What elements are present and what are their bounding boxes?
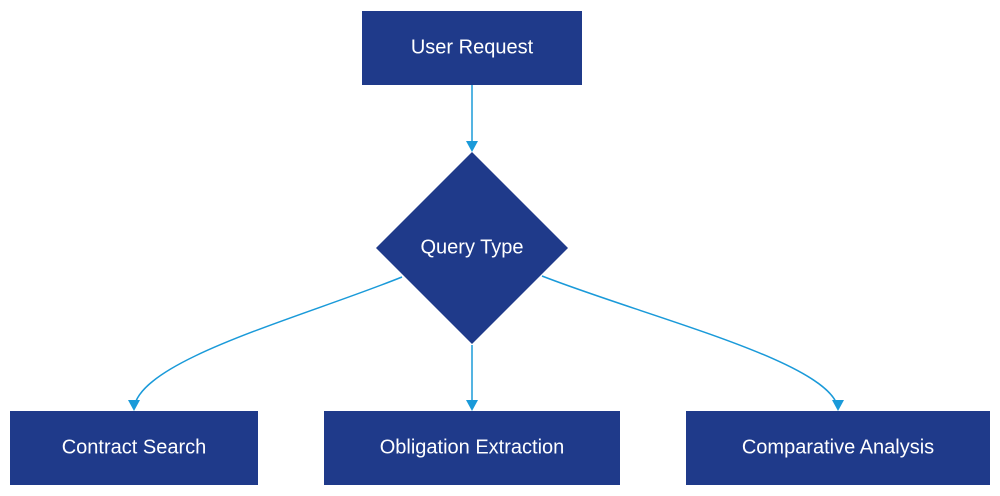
node-obligation-extraction-label: Obligation Extraction [380,436,565,458]
edge-query-type-to-comparative-analysis [541,275,839,409]
arrowhead-comparative-analysis [832,400,844,411]
node-query-type-label: Query Type [420,236,523,258]
node-comparative-analysis-label: Comparative Analysis [742,436,934,458]
node-contract-search: Contract Search [10,411,258,485]
arrowhead-obligation-extraction [466,400,478,411]
node-query-type-decision: Query Type [376,152,568,344]
arrowhead-query-type [466,141,478,152]
node-comparative-analysis: Comparative Analysis [686,411,990,485]
edge-query-type-to-contract-search [133,276,403,409]
node-obligation-extraction: Obligation Extraction [324,411,620,485]
arrowhead-contract-search [128,400,140,411]
node-contract-search-label: Contract Search [62,436,207,458]
node-user-request-label: User Request [411,36,534,58]
node-user-request: User Request [362,11,582,85]
